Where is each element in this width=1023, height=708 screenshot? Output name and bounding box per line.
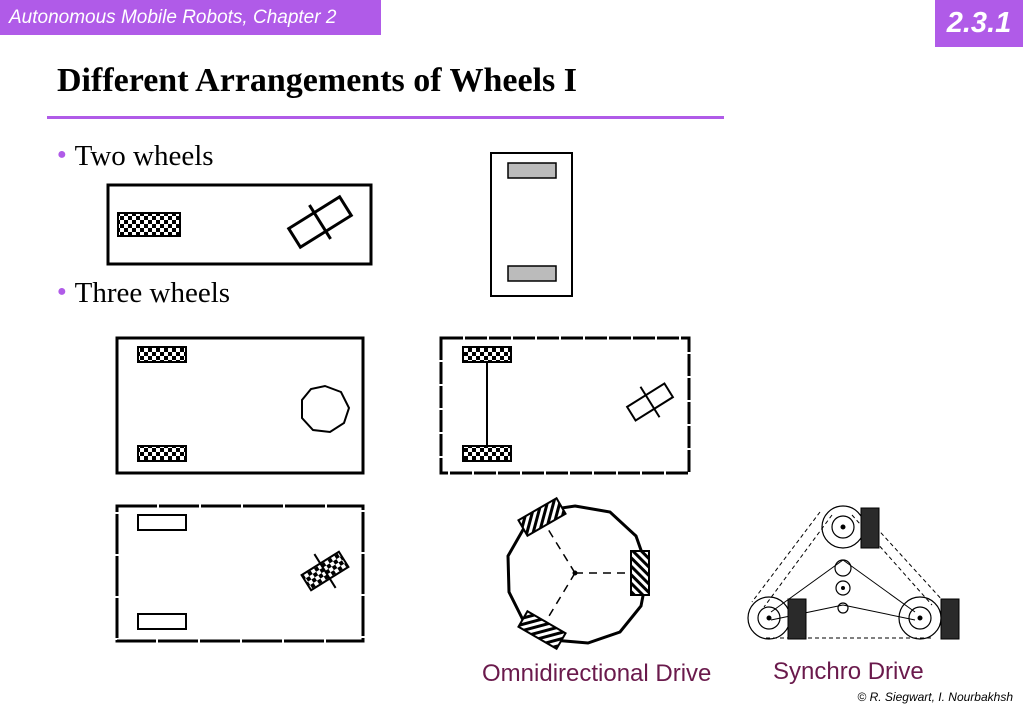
wheel-icon bbox=[137, 514, 187, 531]
omni-wheel-icon bbox=[517, 609, 567, 651]
fixed-wheel-icon bbox=[462, 445, 512, 462]
two-wheel-diagram-bicycle bbox=[490, 152, 573, 297]
castor-wheel-icon bbox=[286, 194, 354, 250]
section-number-badge: 2.3.1 bbox=[935, 0, 1023, 47]
three-wheel-diagram-steered bbox=[115, 504, 365, 643]
omnidirectional-drive-diagram bbox=[506, 496, 650, 651]
synchro-drive-diagram bbox=[747, 505, 960, 640]
steered-wheel-icon bbox=[300, 550, 350, 592]
fixed-wheel-icon bbox=[137, 346, 187, 363]
bullet-two-wheels: ● Two wheels bbox=[57, 140, 214, 173]
synchro-wheel-icon bbox=[940, 598, 960, 640]
slide-title: Different Arrangements of Wheels I bbox=[57, 62, 577, 99]
course-header-tag: Autonomous Mobile Robots, Chapter 2 bbox=[0, 0, 381, 35]
omnidirectional-drive-caption: Omnidirectional Drive bbox=[482, 660, 712, 687]
omni-wheel-icon bbox=[630, 550, 650, 596]
synchro-wheel-icon bbox=[860, 507, 880, 549]
fixed-wheel-icon bbox=[462, 346, 512, 363]
fixed-wheel-icon bbox=[117, 212, 181, 237]
three-wheel-diagram-ball bbox=[115, 336, 365, 475]
steered-wheel-icon bbox=[625, 382, 675, 422]
bullet-dot-icon: ● bbox=[57, 283, 67, 301]
fixed-wheel-icon bbox=[137, 445, 187, 462]
omni-wheel-icon bbox=[517, 496, 567, 538]
bullet-label: Two wheels bbox=[74, 140, 214, 172]
wheel-icon bbox=[137, 613, 187, 630]
wheel-icon bbox=[507, 162, 557, 179]
synchro-drive-caption: Synchro Drive bbox=[773, 658, 924, 685]
bullet-dot-icon: ● bbox=[57, 146, 67, 164]
wheel-icon bbox=[507, 265, 557, 282]
three-wheel-diagram-axle bbox=[439, 336, 691, 475]
bullet-label: Three wheels bbox=[74, 277, 231, 309]
copyright-credit: © R. Siegwart, I. Nourbakhsh bbox=[857, 690, 1013, 704]
spherical-wheel-icon bbox=[301, 384, 351, 434]
synchro-wheel-icon bbox=[787, 598, 807, 640]
two-wheel-diagram-castor bbox=[106, 183, 373, 266]
title-divider bbox=[47, 116, 724, 119]
bullet-three-wheels: ● Three wheels bbox=[57, 277, 230, 310]
